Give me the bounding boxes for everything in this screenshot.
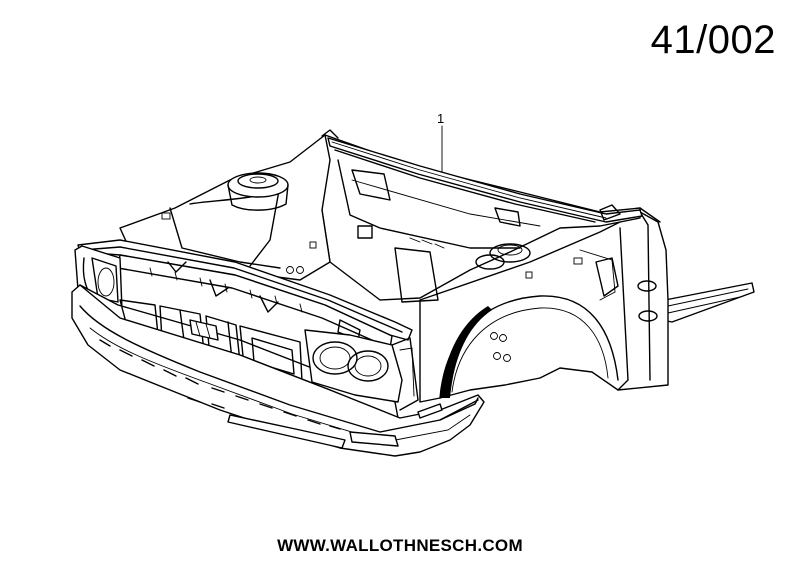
left-fender-strut-tower (119, 134, 331, 281)
callout-label: 1 (437, 111, 444, 126)
right-headlamp-frame (304, 329, 419, 411)
firewall-bulkhead (321, 134, 643, 303)
part-callout-1: 1 (437, 111, 444, 173)
right-chassis-rail (661, 282, 755, 323)
front-bumper (71, 284, 485, 457)
diagram-reference-code: 41/002 (650, 18, 776, 62)
footer-website-url[interactable]: WWW.WALLOTHNESCH.COM (277, 536, 523, 555)
cowl-flange-detail (321, 129, 661, 223)
front-upper-crossmember (77, 239, 413, 349)
